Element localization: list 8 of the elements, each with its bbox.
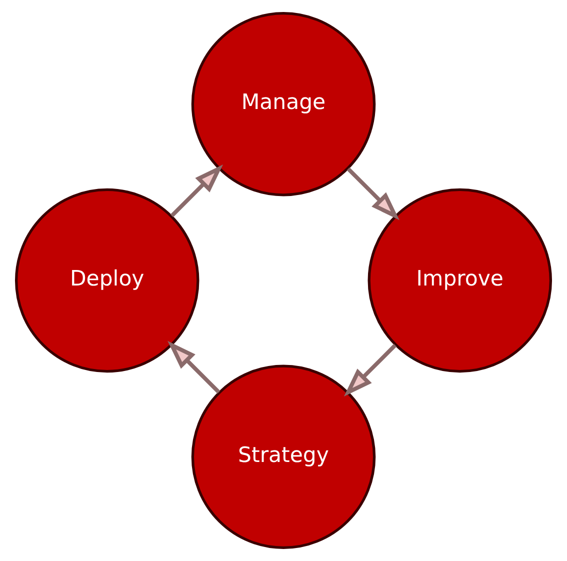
arrow — [344, 344, 397, 396]
node-circle: Improve — [368, 188, 552, 373]
arrow — [170, 164, 224, 218]
arrow — [168, 340, 220, 394]
node-circle: Manage — [191, 12, 376, 196]
node-circle: Strategy — [191, 364, 376, 550]
node-circle: Deploy — [14, 188, 200, 373]
arrow — [346, 167, 400, 220]
